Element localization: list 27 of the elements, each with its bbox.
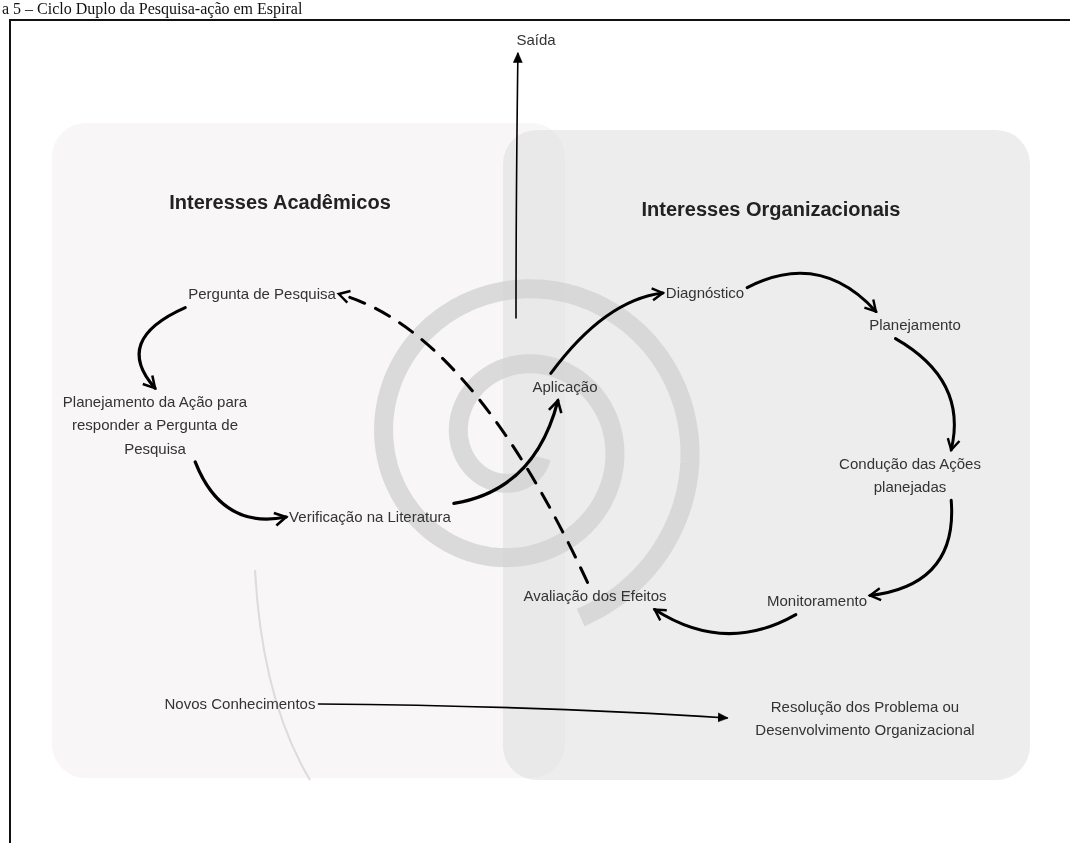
arrow: [745, 271, 878, 313]
arrow: [137, 306, 187, 390]
step-label: Monitoramento: [763, 587, 871, 615]
step-label: Verificação na Literatura: [286, 503, 454, 531]
step-label: Pergunta de Pesquisa: [185, 280, 339, 308]
step-label: Condução das Ações planejadas: [807, 449, 1013, 501]
arrow: [653, 608, 798, 636]
arrow: [868, 498, 954, 601]
panel-heading: Interesses Organizacionais: [641, 198, 901, 221]
arrow: [337, 290, 589, 584]
panel-heading: Interesses Acadêmicos: [169, 191, 391, 214]
step-label: Planejamento da Ação para responder a Pergunta de Pesquisa: [54, 388, 256, 462]
step-label: Novos Conhecimentos: [161, 690, 319, 718]
step-label: Aplicação: [529, 373, 601, 401]
arrow: [894, 337, 961, 452]
step-label: Avaliação dos Efeitos: [520, 582, 670, 610]
step-label: Resolução dos Problema ou Desenvolvimento Organizacional: [727, 692, 1003, 744]
arrow: [513, 52, 523, 319]
group-panel: [503, 130, 1030, 780]
step-label: Diagnóstico: [662, 279, 748, 307]
arrow: [549, 287, 665, 375]
arrow: [193, 460, 288, 527]
arrow: [452, 399, 563, 505]
step-label: Saída: [513, 26, 559, 54]
step-label: Planejamento: [866, 311, 964, 339]
arrow: [317, 703, 729, 723]
figure-title: a 5 – Ciclo Duplo da Pesquisa-ação em Espiral: [2, 0, 303, 18]
